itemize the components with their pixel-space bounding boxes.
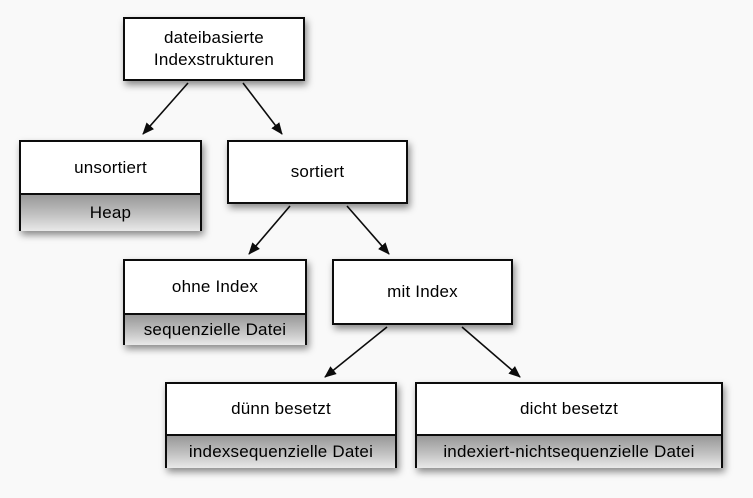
node-dicht-besetzt-title: dicht besetzt: [417, 384, 721, 434]
node-duenn-besetzt: dünn besetzt indexsequenzielle Datei: [165, 382, 397, 468]
node-ohne-index: ohne Index sequenzielle Datei: [123, 259, 307, 345]
node-root: dateibasierte Indexstrukturen: [123, 17, 305, 81]
node-duenn-besetzt-title: dünn besetzt: [167, 384, 395, 434]
node-root-line1: dateibasierte: [164, 28, 264, 47]
node-dicht-besetzt: dicht besetzt indexiert-nichtsequenziell…: [415, 382, 723, 468]
edge-root-sortiert: [242, 82, 283, 135]
node-sortiert-title: sortiert: [229, 142, 406, 202]
node-unsortiert: unsortiert Heap: [19, 140, 202, 231]
edge-sortiert-mit: [346, 205, 390, 255]
node-unsortiert-subtitle: Heap: [21, 193, 200, 231]
node-sortiert: sortiert: [227, 140, 408, 204]
node-root-line2: Indexstrukturen: [153, 50, 275, 69]
node-ohne-index-title: ohne Index: [125, 261, 305, 313]
node-ohne-index-subtitle: sequenzielle Datei: [125, 313, 305, 345]
node-mit-index-title: mit Index: [334, 261, 511, 323]
edge-root-unsortiert: [142, 82, 189, 135]
edge-sortiert-ohne: [248, 205, 291, 255]
node-mit-index: mit Index: [332, 259, 513, 325]
edge-mit-duenn: [324, 326, 388, 378]
edge-mit-dicht: [461, 326, 521, 378]
node-dicht-besetzt-subtitle: indexiert-nichtsequenzielle Datei: [417, 434, 721, 468]
node-root-title: dateibasierte Indexstrukturen: [125, 19, 303, 79]
node-unsortiert-title: unsortiert: [21, 142, 200, 193]
node-duenn-besetzt-subtitle: indexsequenzielle Datei: [167, 434, 395, 468]
